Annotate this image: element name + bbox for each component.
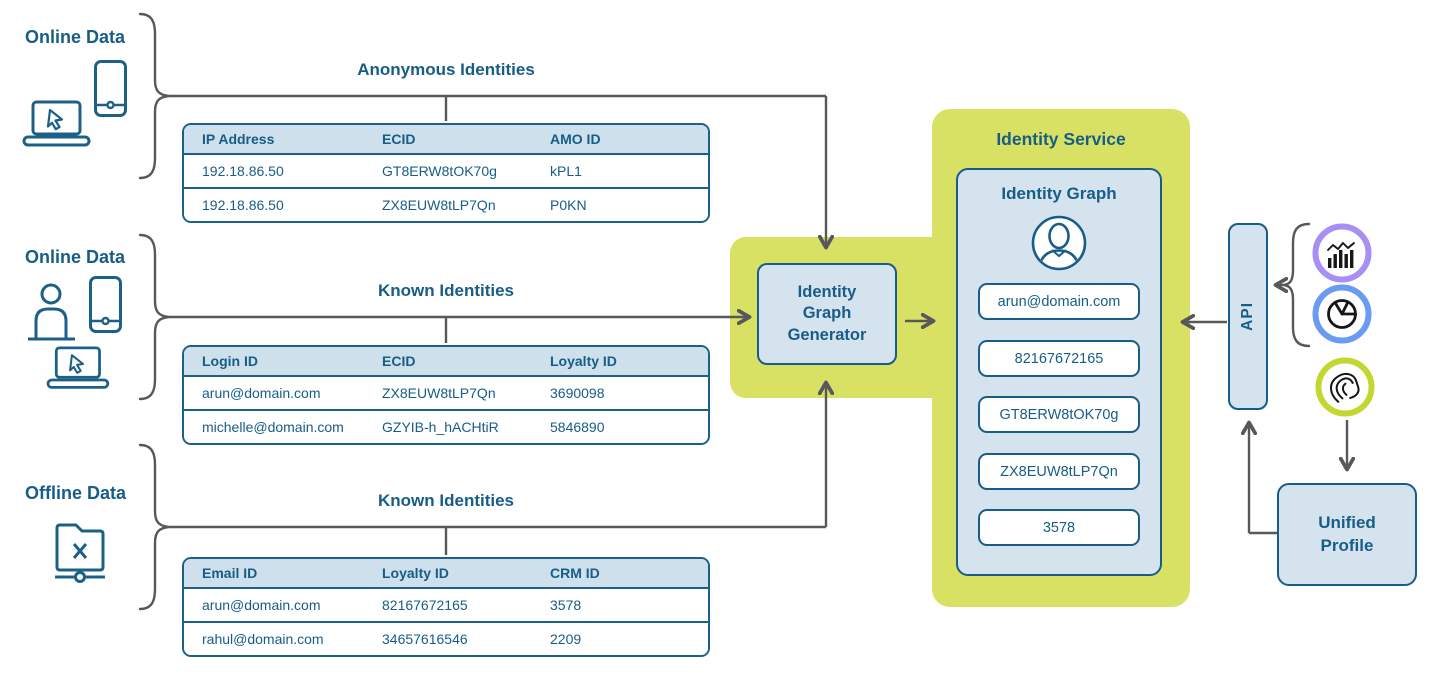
table-cell: 82167672165	[382, 597, 468, 613]
table-cell: kPL1	[550, 163, 582, 179]
identity-chip: GT8ERW8tOK70g	[978, 396, 1140, 433]
generator-label: Identity Graph Generator	[787, 282, 867, 344]
column-header: AMO ID	[550, 131, 601, 147]
table-cell: P0KN	[550, 197, 587, 213]
pie-chart-icon	[1312, 284, 1372, 344]
table-row: 192.18.86.50 ZX8EUW8tLP7Qn P0KN	[184, 189, 708, 221]
table-cell: 3578	[550, 597, 582, 613]
column-header: Login ID	[202, 353, 258, 369]
column-header: ECID	[382, 353, 416, 369]
table-header-row: Login ID ECID Loyalty ID	[184, 347, 708, 377]
identity-chip: 3578	[978, 509, 1140, 546]
api-label: API	[1239, 302, 1256, 331]
unified-profile-box: Unified Profile	[1277, 483, 1417, 586]
table-title-known-1: Known Identities	[378, 281, 514, 300]
identity-chip: ZX8EUW8tLP7Qn	[978, 453, 1140, 490]
table-row: michelle@domain.com GZYIB-h_hACHtiR 5846…	[184, 411, 708, 443]
identity-chip: arun@domain.com	[978, 283, 1140, 320]
phone-icon	[89, 276, 122, 333]
identity-service-title: Identity Service	[996, 129, 1126, 149]
table-title-known-2: Known Identities	[378, 491, 514, 510]
laptop-icon	[46, 346, 110, 389]
identity-chip: 82167672165	[978, 340, 1140, 377]
laptop-icon	[22, 100, 91, 147]
table-title-anonymous: Anonymous Identities	[357, 60, 535, 79]
table-header-row: Email ID Loyalty ID CRM ID	[184, 559, 708, 589]
journey-logo-icon	[1315, 357, 1375, 417]
icons-brace	[1283, 222, 1311, 348]
anonymous-identities-table: IP Address ECID AMO ID 192.18.86.50 GT8E…	[182, 123, 710, 223]
table-row: rahul@domain.com 34657616546 2209	[184, 623, 708, 655]
table-row: arun@domain.com 82167672165 3578	[184, 589, 708, 623]
source-label-online-2: Online Data	[25, 247, 126, 267]
unified-profile-label: Unified Profile	[1318, 512, 1376, 555]
table-cell: arun@domain.com	[202, 597, 321, 613]
table-row: 192.18.86.50 GT8ERW8tOK70g kPL1	[184, 155, 708, 189]
bar-chart-icon	[1312, 223, 1372, 283]
table-row: arun@domain.com ZX8EUW8tLP7Qn 3690098	[184, 377, 708, 411]
person-icon	[28, 283, 75, 341]
table-cell: 192.18.86.50	[202, 197, 284, 213]
table-cell: ZX8EUW8tLP7Qn	[382, 385, 496, 401]
table-cell: rahul@domain.com	[202, 631, 324, 647]
identity-graph-title: Identity Graph	[1001, 184, 1117, 203]
table-cell: arun@domain.com	[202, 385, 321, 401]
table-header-row: IP Address ECID AMO ID	[184, 125, 708, 155]
column-header: Email ID	[202, 565, 258, 581]
table-cell: 2209	[550, 631, 582, 647]
known-identities-table-online: Login ID ECID Loyalty ID arun@domain.com…	[182, 345, 710, 445]
table-cell: ZX8EUW8tLP7Qn	[382, 197, 496, 213]
source-label-offline: Offline Data	[25, 483, 127, 503]
table-cell: 34657616546	[382, 631, 468, 647]
table-cell: 5846890	[550, 419, 605, 435]
phone-icon	[94, 60, 127, 117]
group-brace-icon	[138, 12, 170, 611]
table-cell: GT8ERW8tOK70g	[382, 163, 497, 179]
known-identities-table-offline: Email ID Loyalty ID CRM ID arun@domain.c…	[182, 557, 710, 657]
identity-graph-generator-box: Identity Graph Generator	[757, 263, 897, 365]
api-box: API	[1228, 223, 1268, 410]
table-cell: 192.18.86.50	[202, 163, 284, 179]
table-cell: michelle@domain.com	[202, 419, 344, 435]
column-header: IP Address	[202, 131, 275, 147]
column-header: Loyalty ID	[382, 565, 449, 581]
column-header: ECID	[382, 131, 416, 147]
column-header: Loyalty ID	[550, 353, 617, 369]
table-cell: 3690098	[550, 385, 605, 401]
column-header: CRM ID	[550, 565, 600, 581]
offline-folder-icon	[55, 523, 105, 583]
table-cell: GZYIB-h_hACHtiR	[382, 419, 499, 435]
source-label-online-1: Online Data	[25, 27, 126, 47]
